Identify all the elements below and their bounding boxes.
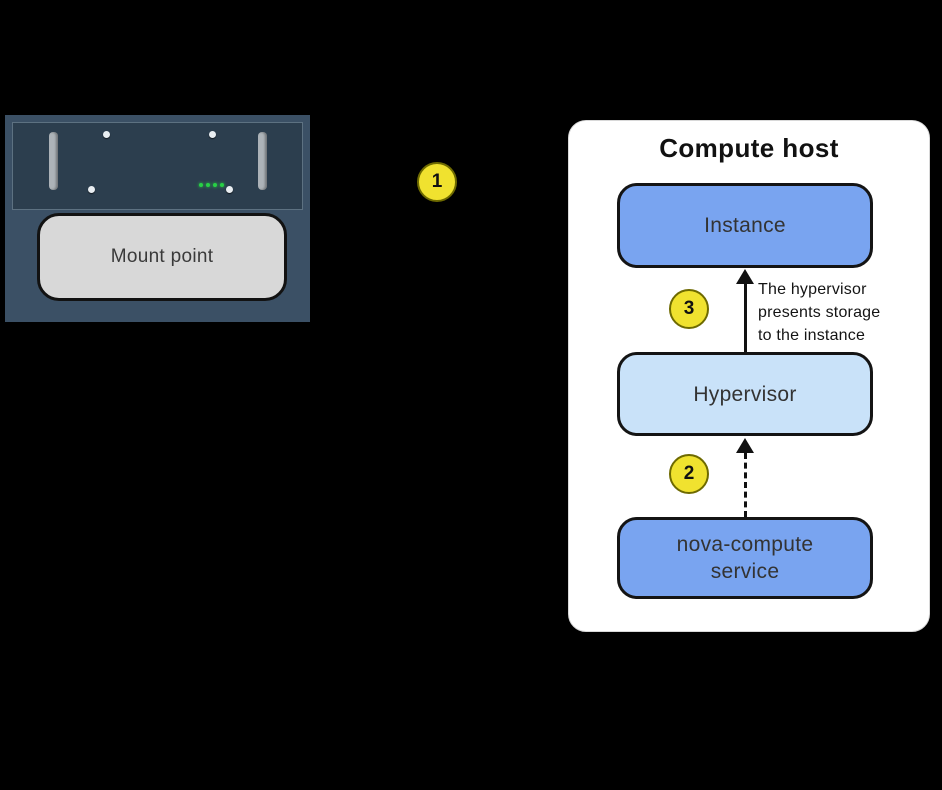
led-indicator-icon: [220, 183, 224, 187]
arrow-hypervisor-to-instance: [736, 269, 754, 352]
screw-icon: [103, 131, 110, 138]
arrow-shaft-dashed: [743, 453, 747, 517]
note-line-2: presents storage: [758, 304, 881, 321]
screw-icon: [226, 186, 233, 193]
note-line-3: to the instance: [758, 327, 866, 344]
step-1-number: 1: [431, 171, 443, 192]
compute-host-title: Compute host: [659, 133, 839, 163]
hypervisor-note: The hypervisor presents storage to the i…: [758, 278, 928, 347]
instance-label: Instance: [704, 214, 786, 237]
arrow-shaft: [743, 284, 747, 352]
led-indicator-icon: [199, 183, 203, 187]
rack-handle-left-icon: [49, 132, 58, 190]
rack-handle-right-icon: [258, 132, 267, 190]
step-1-badge: 1: [417, 162, 457, 202]
instance-box: Instance: [617, 183, 873, 268]
mount-point-box: Mount point: [37, 213, 287, 301]
arrow-up-icon: [736, 269, 754, 284]
led-indicator-icon: [213, 183, 217, 187]
storage-appliance: Mount point: [5, 115, 310, 322]
screw-icon: [88, 186, 95, 193]
screw-icon: [209, 131, 216, 138]
step-2-number: 2: [683, 463, 695, 484]
arrow-up-icon: [736, 438, 754, 453]
nova-compute-label-line2: service: [710, 560, 780, 583]
step-3-number: 3: [683, 298, 695, 319]
led-indicator-icon: [206, 183, 210, 187]
arrow-nova-to-hypervisor: [736, 438, 754, 517]
nova-compute-label-line1: nova-compute: [676, 533, 814, 556]
storage-chassis-faceplate: [12, 122, 303, 210]
hypervisor-box: Hypervisor: [617, 352, 873, 436]
hypervisor-label: Hypervisor: [693, 382, 797, 406]
note-line-1: The hypervisor: [758, 281, 867, 298]
step-2-badge: 2: [669, 454, 709, 494]
nova-compute-box: nova-compute service: [617, 517, 873, 599]
compute-host-panel: Compute host Instance 3 The hypervisor p…: [568, 120, 930, 632]
step-3-badge: 3: [669, 289, 709, 329]
mount-point-label: Mount point: [110, 246, 214, 267]
